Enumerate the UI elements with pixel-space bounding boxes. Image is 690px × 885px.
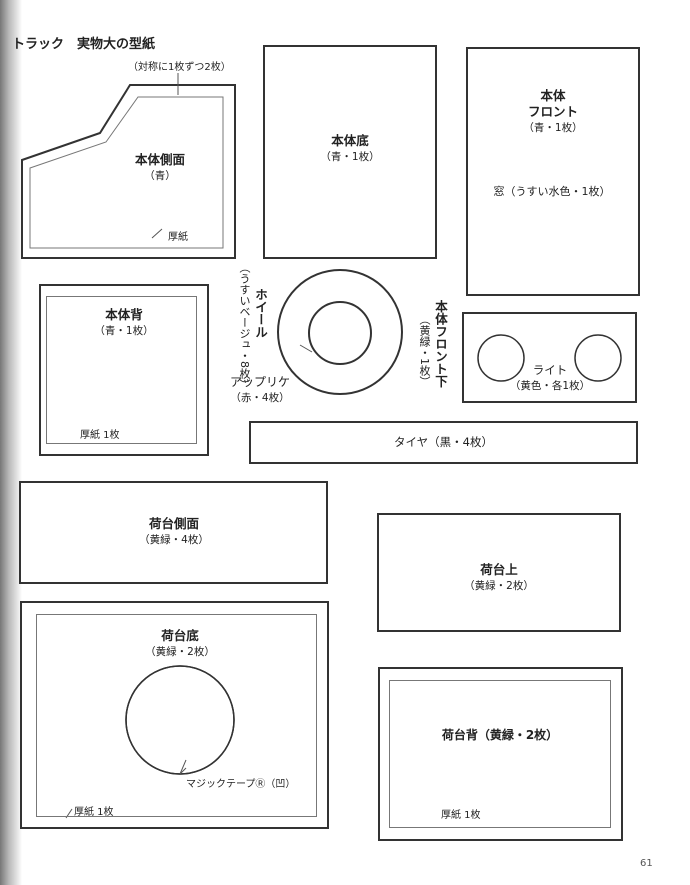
body-front-name1: 本体 [540, 88, 566, 103]
bed-bottom-card: 厚紙 1枚 [74, 807, 114, 818]
body-front-name2: フロント [527, 104, 578, 119]
body-back-card: 厚紙 1枚 [80, 430, 120, 441]
body-side-outline [21, 84, 236, 259]
wheel-outer-circle [277, 269, 403, 395]
bed-bottom-circle [125, 665, 235, 775]
body-front-sub: （青・1枚） [523, 122, 583, 134]
bed-bottom-label: 荷台底 （黄緑・2枚） [130, 628, 230, 660]
body-side-name: 本体側面 [134, 152, 185, 167]
light-left-circle-top [477, 334, 525, 382]
tire-label: タイヤ（黒・4枚） [249, 434, 638, 450]
book-spine-shadow [0, 0, 22, 885]
bed-top-piece [377, 513, 621, 632]
body-side-card: 厚紙 [168, 232, 188, 243]
body-back-label: 本体背 （青・1枚） [74, 307, 174, 339]
bed-back-piece [378, 667, 623, 841]
body-front-label: 本体 フロント （青・1枚） [503, 88, 603, 136]
bed-top-label: 荷台上 （黄緑・2枚） [449, 562, 549, 594]
body-side-sub: （青） [144, 170, 176, 182]
applique-label: アップリケ （赤・4枚） [218, 374, 302, 406]
body-back-piece [39, 284, 209, 456]
bed-top-sub: （黄緑・2枚） [464, 580, 534, 592]
front-lower-name: 本体フロント下 [433, 300, 448, 388]
tire-piece [249, 421, 638, 464]
body-side-inner-line [29, 96, 224, 249]
page-number: 61 [640, 858, 653, 869]
bed-back-name: 荷台背（黄緑・2枚） [441, 728, 559, 742]
body-side-label: 本体側面 （青） [110, 152, 210, 184]
bed-bottom-inner-line [36, 614, 317, 817]
tire-name: タイヤ（黒・4枚） [394, 435, 493, 449]
body-front-piece [466, 47, 640, 296]
light-name: ライト [532, 363, 568, 377]
bed-bottom-sub: （黄緑・2枚） [145, 646, 215, 658]
wheel-name: ホイール [253, 288, 268, 338]
body-side-note: （対称に1枚ずつ2枚） [128, 62, 231, 73]
bed-top-name: 荷台上 [480, 562, 518, 577]
bed-side-piece [19, 481, 328, 584]
body-back-inner-line [46, 296, 197, 444]
applique-name: アップリケ [229, 375, 290, 389]
front-lower-piece [462, 312, 637, 403]
body-bottom-sub: （青・1枚） [320, 151, 380, 163]
light-right-circle-top [574, 334, 622, 382]
bed-bottom-name: 荷台底 [161, 628, 199, 643]
bed-back-card: 厚紙 1枚 [441, 810, 481, 821]
body-bottom-name: 本体底 [331, 133, 369, 148]
bed-side-sub: （黄緑・4枚） [139, 534, 209, 546]
wheel-sub: （うすいベージュ・8枚） [238, 262, 251, 390]
body-back-name: 本体背 [105, 307, 143, 322]
light-label: ライト （黄色・各1枚） [502, 362, 598, 394]
light-sub: （黄色・各1枚） [509, 380, 591, 392]
velcro-label: マジックテープⓇ（凹） [186, 779, 296, 790]
bed-side-name: 荷台側面 [148, 516, 199, 531]
page-title: トラック 実物大の型紙 [12, 37, 156, 52]
front-lower-sub: （黄緑・1枚） [418, 314, 431, 387]
body-back-sub: （青・1枚） [94, 325, 154, 337]
bed-bottom-piece [20, 601, 329, 829]
bed-side-label: 荷台側面 （黄緑・4枚） [124, 516, 224, 548]
bed-back-label: 荷台背（黄緑・2枚） [420, 727, 580, 743]
wheel-inner-circle [308, 301, 372, 365]
body-bottom-label: 本体底 （青・1枚） [300, 133, 400, 165]
front-window-label: 窓（うすい水色・1枚） [493, 185, 611, 198]
bed-back-inner-line [389, 680, 611, 828]
applique-sub: （赤・4枚） [230, 392, 290, 404]
body-bottom-piece [263, 45, 437, 259]
